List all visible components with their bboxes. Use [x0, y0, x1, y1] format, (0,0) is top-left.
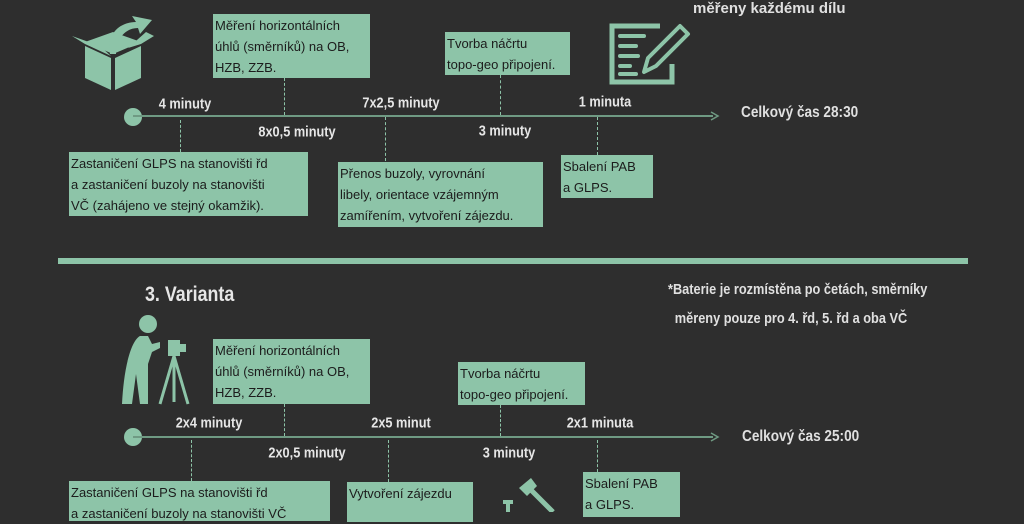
edit-document-pencil-icon — [609, 23, 690, 85]
box-line: úhlů (směrníků) na OB, — [215, 39, 350, 54]
section-title: 3. Varianta — [145, 283, 235, 306]
duration-label: 3 minuty — [478, 122, 532, 140]
box-line: Sbalení PAB — [585, 476, 658, 491]
cut-heading-text: měřeny každému dílu — [693, 0, 846, 17]
box-line: a GLPS. — [563, 180, 613, 195]
step-box-sketch: Tvorba náčrtu topo-geo připojení. — [445, 32, 570, 75]
duration-label: 2x5 minut — [371, 414, 431, 432]
duration-label: 1 minuta — [578, 93, 632, 111]
connector — [500, 75, 501, 115]
arrowhead-icon — [710, 432, 720, 442]
open-box-icon — [72, 16, 154, 90]
section-divider — [58, 258, 968, 264]
box-line: HZB, ZZB. — [215, 60, 277, 75]
connector — [385, 117, 386, 161]
box-line: Měření horizontálních — [215, 18, 341, 33]
box-line: Tvorba náčrtu — [460, 366, 541, 381]
box-line: a zastaničení buzoly na stanovišti — [71, 177, 265, 192]
connector — [597, 440, 598, 472]
box-line: úhlů (směrníků) na OB, — [215, 364, 350, 379]
box-line: a GLPS. — [585, 497, 635, 512]
box-line: Přenos buzoly, vyrovnání — [340, 166, 485, 181]
step-box-measure: Měření horizontálních úhlů (směrníků) na… — [213, 14, 370, 78]
hammer-stake-icon — [503, 478, 555, 512]
timeline-line — [133, 436, 713, 438]
total-time: Celkový čas 28:30 — [741, 104, 859, 121]
box-line: Vytvoření zájezdu — [349, 486, 452, 501]
step-box-measure: Měření horizontálních úhlů (směrníků) na… — [213, 339, 370, 404]
box-line: Měření horizontálních — [215, 343, 341, 358]
connector — [191, 440, 192, 481]
duration-label: 2x1 minuta — [566, 414, 634, 432]
step-box-stake: Vytvoření zájezdu — [347, 482, 473, 522]
step-box-sketch: Tvorba náčrtu topo-geo připojení. — [458, 362, 585, 405]
duration-label: 3 minuty — [482, 444, 536, 462]
connector — [500, 405, 501, 436]
duration-label: 7x2,5 minuty — [362, 94, 440, 112]
box-line: topo-geo připojení. — [460, 387, 569, 402]
duration-label: 2x4 minuty — [175, 414, 243, 432]
timeline-line — [133, 115, 713, 117]
connector — [388, 440, 389, 482]
box-line: VČ (zahájeno ve stejný okamžik). — [71, 198, 264, 213]
duration-label: 4 minuty — [158, 95, 212, 113]
note-line: *Baterie je rozmístěna po četách, směrní… — [668, 281, 928, 298]
box-line: Tvorba náčrtu — [447, 36, 528, 51]
box-line: HZB, ZZB. — [215, 385, 277, 400]
connector — [284, 404, 285, 436]
total-time: Celkový čas 25:00 — [742, 428, 860, 445]
surveyor-tripod-icon — [122, 315, 190, 405]
step-box-pack: Sbalení PAB a GLPS. — [561, 155, 653, 198]
note-line: měreny pouze pro 4. řd, 5. řd a oba VČ — [674, 310, 908, 327]
box-line: a zastaničení buzoly na stanovišti VČ — [71, 506, 287, 521]
step-box-setup: Zastaničení GLPS na stanovišti řd a zast… — [69, 481, 330, 521]
arrowhead-icon — [710, 111, 720, 121]
box-line: Zastaničení GLPS na stanovišti řd — [71, 485, 268, 500]
box-line: zamířením, vytvoření zájezdu. — [340, 208, 514, 223]
step-box-transfer: Přenos buzoly, vyrovnání libely, orienta… — [338, 162, 543, 227]
step-box-setup: Zastaničení GLPS na stanovišti řd a zast… — [69, 152, 308, 216]
connector — [284, 78, 285, 115]
battery-note: *Baterie je rozmístěna po četách, směrní… — [668, 275, 927, 333]
duration-label: 2x0,5 minuty — [268, 444, 346, 462]
box-line: Sbalení PAB — [563, 159, 636, 174]
connector — [597, 117, 598, 155]
box-line: topo-geo připojení. — [447, 57, 556, 72]
box-line: Zastaničení GLPS na stanovišti řd — [71, 156, 268, 171]
timeline-start-dot — [124, 108, 142, 126]
connector — [180, 120, 181, 152]
duration-label: 8x0,5 minuty — [258, 123, 336, 141]
box-line: libely, orientace vzájemným — [340, 187, 499, 202]
step-box-pack: Sbalení PAB a GLPS. — [583, 472, 680, 517]
